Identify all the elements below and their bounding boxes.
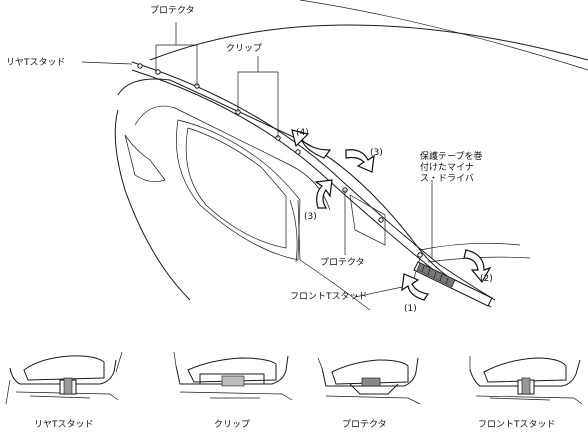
door-edge-2: [289, 199, 298, 263]
clip-markers: [137, 63, 423, 258]
door-frame: [114, 109, 191, 301]
rear-stud-label: リヤTスタッド: [6, 58, 66, 68]
window-outline: [175, 119, 301, 261]
front-stud-label: フロントTスタッド: [290, 292, 368, 302]
step-2-label: (2): [480, 274, 493, 284]
section-rear-stud: [5, 351, 123, 405]
section-clip: [173, 351, 293, 401]
section-front-stud: [469, 356, 583, 405]
arrow-step-3-top: [345, 149, 375, 173]
protector-top-label: プロテクタ: [150, 6, 195, 16]
molding-strip-top: [131, 61, 496, 301]
door-frame-inner: [134, 105, 331, 211]
door-edge: [297, 199, 301, 261]
arrow-step-1: [401, 273, 430, 301]
clip-top-label: クリップ: [226, 44, 263, 54]
protector-mid-label: プロテクタ: [320, 258, 365, 268]
section-caption-front-stud: フロントTスタッド: [478, 420, 556, 430]
section-caption-clip: クリップ: [214, 420, 251, 430]
step-1-label: (1): [404, 304, 417, 314]
section-caption-rear-stud: リヤTスタッド: [34, 420, 94, 430]
section-protector: [317, 357, 421, 405]
leader-lines: [81, 22, 433, 298]
pillar-panel: [349, 194, 386, 246]
quarter-window: [124, 134, 166, 182]
body-outline: [117, 78, 471, 291]
arrow-step-2: [463, 249, 492, 284]
arrow-step-4: [291, 129, 332, 159]
step-3-left-label: (3): [304, 212, 317, 222]
section-caption-protector: プロテクタ: [342, 420, 387, 430]
roof-panel-line: [299, 0, 588, 71]
windshield-line: [419, 242, 521, 251]
window-inner: [185, 127, 287, 249]
arrow-step-3-left: [314, 179, 333, 209]
roof-outline: [149, 24, 588, 61]
screwdriver-icon: [413, 261, 493, 307]
step-3-top-label: (3): [370, 148, 383, 158]
step-4-label: (4): [296, 128, 309, 138]
tape-driver-label: 保護テープを巻付けたマイナス・ドライバ: [420, 152, 483, 184]
body-lower-line: [299, 259, 371, 311]
